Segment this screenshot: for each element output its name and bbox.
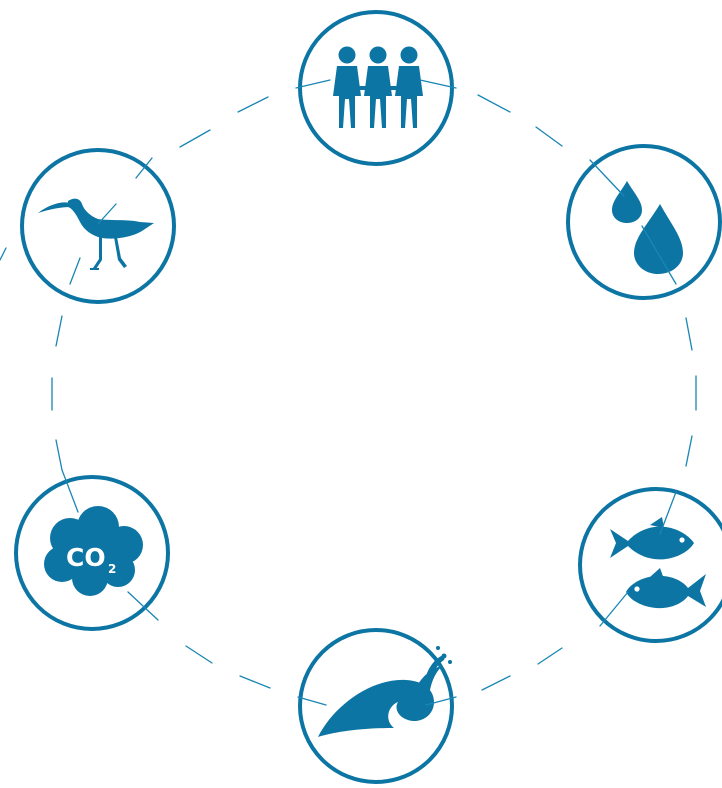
ring-segment <box>185 645 213 664</box>
ring-segment <box>127 591 159 621</box>
ring-segment <box>61 469 79 513</box>
ring-segment <box>0 247 7 261</box>
ring-segment <box>97 203 117 225</box>
fish-eye <box>679 537 685 543</box>
people-node <box>295 10 457 166</box>
ring-segment <box>237 96 269 113</box>
ring-segment <box>135 157 153 179</box>
ring-segment <box>295 79 331 89</box>
fish-node-circle <box>578 487 722 643</box>
three-people-icon <box>333 46 423 128</box>
ring-segment <box>239 675 271 689</box>
wading-bird-icon <box>38 198 154 270</box>
co2-cloud-icon <box>44 506 143 596</box>
ring-segment <box>481 675 511 691</box>
carbon-node: CO 2 <box>14 469 170 631</box>
ring-segment <box>425 696 457 706</box>
ring-segment <box>589 159 625 197</box>
ring-segment <box>599 591 629 627</box>
fish-eye <box>634 586 640 592</box>
ring-segment <box>477 94 511 113</box>
two-fish-icon <box>610 517 706 609</box>
wave-node <box>297 628 457 784</box>
ocean-wave-icon <box>318 646 452 737</box>
fish-node <box>578 487 722 643</box>
water-node <box>566 144 722 300</box>
co2-label: CO <box>66 543 106 572</box>
water-drops-icon <box>612 181 683 274</box>
ring-segment <box>535 126 563 147</box>
ring-segment <box>641 225 677 285</box>
ring-segment <box>659 491 677 535</box>
water-node-circle <box>566 144 722 300</box>
ring-segment <box>179 129 211 148</box>
ring-segment <box>537 647 563 665</box>
ring-segment <box>685 435 693 467</box>
ring-segment <box>685 317 693 351</box>
co2-subscript: 2 <box>108 562 116 576</box>
bird-node <box>20 148 176 304</box>
ring-segment <box>297 696 327 706</box>
ring-segment <box>55 439 63 471</box>
ring-segment <box>55 315 63 347</box>
dashed-connection-ring <box>0 94 697 691</box>
ring-segment <box>69 257 81 285</box>
ring-segment <box>419 79 457 89</box>
